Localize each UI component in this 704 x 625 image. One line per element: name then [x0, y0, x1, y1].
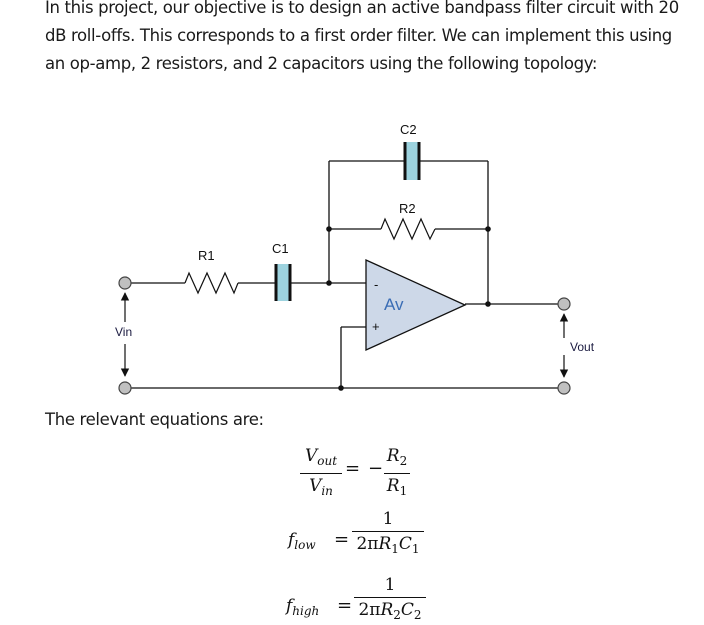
subscript: high	[292, 604, 320, 618]
equals-sign: =	[334, 529, 350, 550]
subscript: 1	[399, 484, 408, 498]
vin-label: Vin	[115, 325, 132, 339]
two-pi: 2π	[358, 600, 381, 620]
subscript: in	[321, 484, 333, 498]
noninverting-input-sign: +	[372, 319, 380, 334]
r2-label: R2	[399, 201, 416, 216]
var: R	[380, 600, 394, 620]
subscript: 2	[393, 608, 401, 622]
equals-sign: =	[337, 595, 353, 616]
wires	[131, 160, 558, 389]
vout-terminal-top	[557, 297, 571, 311]
capacitor-c1	[274, 264, 292, 301]
c2-label: C2	[400, 122, 417, 137]
subscript: 1	[391, 542, 399, 556]
subscript: low	[294, 538, 316, 552]
minus-sign: −	[368, 458, 384, 479]
subscript: 2	[399, 454, 408, 468]
var: R	[386, 476, 400, 496]
r1-label: R1	[198, 248, 215, 263]
var: f	[286, 596, 293, 616]
junction-dot	[485, 226, 491, 232]
vout-label: Vout	[570, 340, 595, 354]
intro-paragraph: In this project, our objective is to des…	[45, 0, 679, 73]
numerator: 1	[384, 575, 396, 595]
junction-dots	[326, 226, 491, 391]
var: R	[386, 446, 400, 466]
junction-dot	[485, 301, 491, 307]
junction-dot	[338, 385, 344, 391]
vin-terminal-bottom	[118, 381, 132, 395]
subscript: 1	[411, 542, 420, 556]
two-pi: 2π	[356, 534, 379, 554]
var: V	[304, 446, 318, 466]
gain-rhs-fraction: R2 R1	[384, 446, 410, 501]
vin-terminal-top	[118, 276, 132, 290]
var: C	[400, 600, 414, 620]
opamp-gain-label: Av	[384, 295, 404, 314]
capacitor-c2	[403, 142, 421, 180]
numerator: 1	[382, 509, 394, 529]
opamp-triangle	[365, 258, 467, 352]
gain-lhs-fraction: Vout Vin	[300, 446, 342, 501]
equals-sign: =	[345, 458, 361, 479]
resistor-r2	[380, 217, 436, 241]
f-high-fraction: 1 2πR2C2	[354, 575, 426, 625]
var: V	[309, 476, 322, 496]
equations-intro: The relevant equations are:	[45, 410, 264, 429]
junction-dot	[326, 280, 332, 286]
subscript: out	[317, 454, 338, 468]
f-high-lhs: fhigh	[286, 596, 319, 618]
var: f	[288, 530, 295, 550]
resistor-r1	[184, 271, 239, 295]
f-low-fraction: 1 2πR1C1	[352, 509, 424, 559]
var: R	[378, 534, 392, 554]
vout-terminal-bottom	[557, 381, 571, 395]
var: C	[398, 534, 412, 554]
junction-dot	[326, 226, 332, 232]
subscript: 2	[413, 608, 422, 622]
c1-label: C1	[272, 241, 289, 256]
inverting-input-sign: -	[374, 277, 378, 292]
f-low-lhs: flow	[288, 530, 316, 552]
